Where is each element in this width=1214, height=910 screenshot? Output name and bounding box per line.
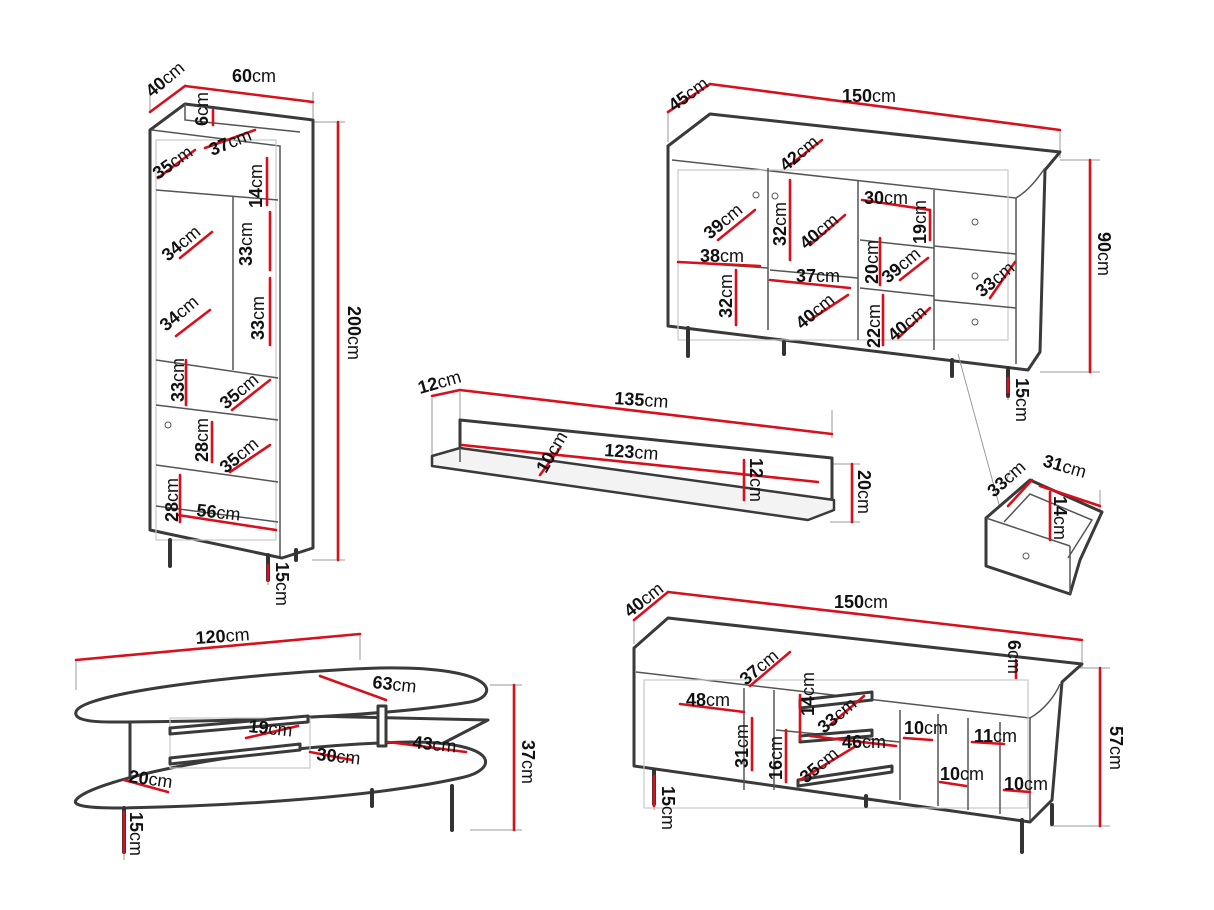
- dim-label: 6cm: [192, 92, 212, 126]
- dim-label: 46cm: [842, 732, 886, 752]
- dim-label: 14cm: [1050, 496, 1070, 540]
- dim-label: 22cm: [864, 304, 884, 348]
- dim-label: 32cm: [770, 202, 790, 246]
- tv-stand: [632, 590, 1110, 854]
- tall-cabinet: [148, 84, 345, 585]
- dim-label: 14cm: [798, 672, 818, 716]
- dim-label: 37cm: [796, 266, 840, 286]
- dim-label: 120cm: [195, 624, 250, 648]
- dim-label: 150cm: [842, 86, 896, 106]
- dim-label: 32cm: [716, 274, 736, 318]
- dim-label: 31cm: [732, 724, 752, 768]
- dim-label: 20cm: [854, 470, 874, 514]
- dim-label: 63cm: [372, 672, 418, 696]
- dim-label: 33cm: [236, 222, 256, 266]
- tv-stand-body: [632, 616, 1084, 824]
- dim-label: 33cm: [168, 358, 188, 402]
- dim-label: 12cm: [746, 458, 766, 502]
- dim-label: 28cm: [162, 478, 182, 522]
- dim-label: 15cm: [126, 812, 146, 856]
- dim-label: 10cm: [1004, 774, 1048, 794]
- sideboard: [666, 82, 1100, 509]
- dim-label: 19cm: [248, 716, 294, 740]
- wall-shelf: [430, 388, 860, 524]
- dim-label: 28cm: [192, 418, 212, 462]
- coffee-table: [73, 632, 522, 860]
- dim-label: 38cm: [700, 246, 744, 266]
- dim-label: 14cm: [246, 164, 266, 208]
- dim-label: 56cm: [196, 500, 242, 524]
- dim-label: 90cm: [1094, 232, 1114, 276]
- dim-label: 20cm: [127, 766, 173, 792]
- dim-label: 60cm: [232, 66, 276, 86]
- dim-label: 15cm: [1012, 378, 1032, 422]
- labels: 40cm 60cm 6cm 37cm 35cm 14cm 34cm 33cm 3…: [126, 57, 1126, 856]
- dim-label: 20cm: [862, 240, 882, 284]
- dim-label: 33cm: [248, 296, 268, 340]
- dim-label: 150cm: [834, 592, 888, 612]
- sideboard-body: [666, 112, 1062, 372]
- table-upper-top: [74, 666, 489, 724]
- dim-label: 31cm: [1041, 451, 1089, 482]
- dim-label: 19cm: [910, 200, 930, 244]
- dim-label: 10cm: [940, 764, 984, 784]
- dim-label: 10cm: [904, 718, 948, 738]
- dim-label: 16cm: [766, 736, 786, 780]
- dim-label: 30cm: [316, 744, 362, 768]
- dim-label: 30cm: [864, 188, 908, 208]
- dim-label: 15cm: [658, 786, 678, 830]
- dim-label: 43cm: [412, 732, 458, 756]
- dim-label: 40cm: [142, 57, 189, 101]
- dim-label: 200cm: [344, 306, 364, 360]
- dim-label: 37cm: [518, 740, 538, 784]
- dim-label: 135cm: [614, 388, 669, 412]
- dim-label: 15cm: [272, 562, 292, 606]
- dim-label: 11cm: [974, 726, 1017, 746]
- dim-label: 45cm: [665, 73, 712, 115]
- dim-label: 48cm: [686, 690, 730, 710]
- dim-label: 123cm: [604, 440, 659, 464]
- drawer-detail: [984, 469, 1104, 596]
- dim-label: 6cm: [1004, 640, 1024, 674]
- dim-label: 57cm: [1106, 726, 1126, 770]
